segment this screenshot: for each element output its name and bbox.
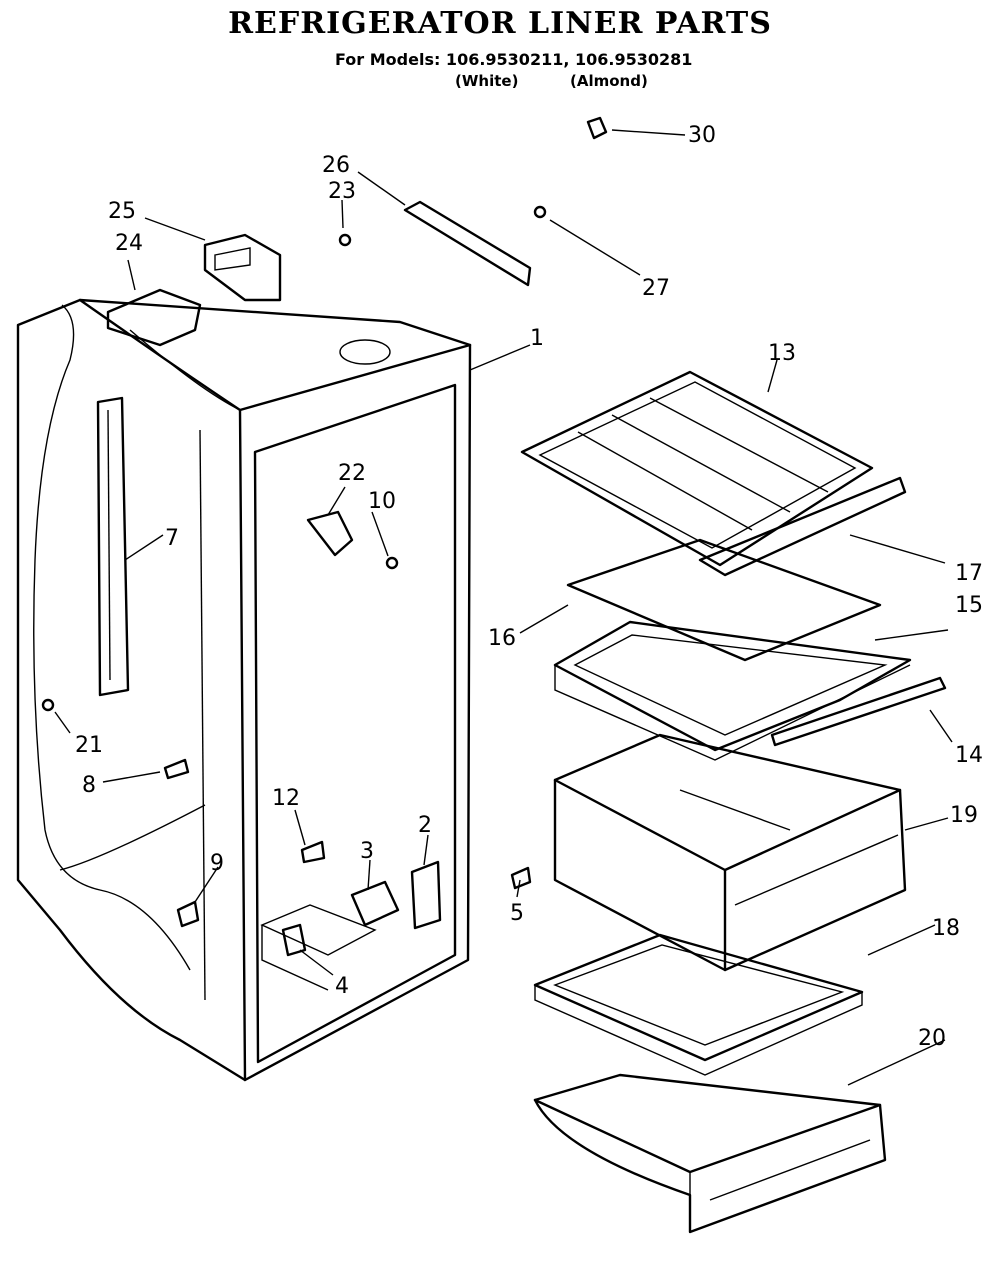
callout-5: 5 xyxy=(510,901,524,926)
screw-10 xyxy=(385,556,399,570)
callout-24: 24 xyxy=(115,231,143,256)
bracket-22 xyxy=(306,510,354,557)
control-housing xyxy=(106,233,282,347)
callout-8: 8 xyxy=(82,773,96,798)
callout-9: 9 xyxy=(210,851,224,876)
callout-15: 15 xyxy=(955,593,983,618)
part-8 xyxy=(163,758,190,780)
callout-leaders xyxy=(54,129,953,1086)
callout-10: 10 xyxy=(368,489,396,514)
part-2 xyxy=(410,860,442,930)
callout-26: 26 xyxy=(322,153,350,178)
callout-2: 2 xyxy=(418,813,432,838)
callout-labels: 1 2 3 4 5 7 8 9 10 12 13 14 15 16 17 18 … xyxy=(75,123,983,1051)
clip-30 xyxy=(586,116,608,140)
callout-27: 27 xyxy=(642,276,670,301)
screw-27 xyxy=(533,205,547,219)
models-line: For Models: 106.9530211, 106.9530281 xyxy=(335,50,693,69)
callout-4: 4 xyxy=(335,974,349,999)
callout-13: 13 xyxy=(768,341,796,366)
callout-20: 20 xyxy=(918,1026,946,1051)
callout-21: 21 xyxy=(75,733,103,758)
pan-20 xyxy=(533,1073,887,1234)
trim-14 xyxy=(770,676,947,747)
top-bracket xyxy=(403,200,532,287)
screw-23 xyxy=(338,233,352,247)
callout-25: 25 xyxy=(108,199,136,224)
cover-18 xyxy=(533,933,864,1076)
callout-23: 23 xyxy=(328,179,356,204)
callout-17: 17 xyxy=(955,561,983,586)
color-white-label: (White) xyxy=(455,72,519,90)
shelf-frame-15 xyxy=(553,620,912,761)
diagram-title: REFRIGERATOR LINER PARTS xyxy=(228,6,772,41)
callout-3: 3 xyxy=(360,839,374,864)
shelf-13 xyxy=(520,370,907,577)
part-12 xyxy=(300,840,326,864)
crisper-drawer-19 xyxy=(553,733,907,972)
callout-22: 22 xyxy=(338,461,366,486)
glass-shelf-16 xyxy=(566,538,882,662)
callout-14: 14 xyxy=(955,743,983,768)
part-9 xyxy=(176,900,200,928)
callout-19: 19 xyxy=(950,803,978,828)
callout-12: 12 xyxy=(272,786,300,811)
part-3 xyxy=(350,880,400,927)
callout-16: 16 xyxy=(488,626,516,651)
callout-7: 7 xyxy=(165,526,179,551)
screw-21 xyxy=(41,698,55,712)
color-almond-label: (Almond) xyxy=(570,72,648,90)
refrigerator-liner xyxy=(16,298,472,1082)
part-5 xyxy=(510,866,532,890)
part-4 xyxy=(281,923,307,957)
callout-30: 30 xyxy=(688,123,716,148)
callout-18: 18 xyxy=(932,916,960,941)
callout-1: 1 xyxy=(530,326,544,351)
